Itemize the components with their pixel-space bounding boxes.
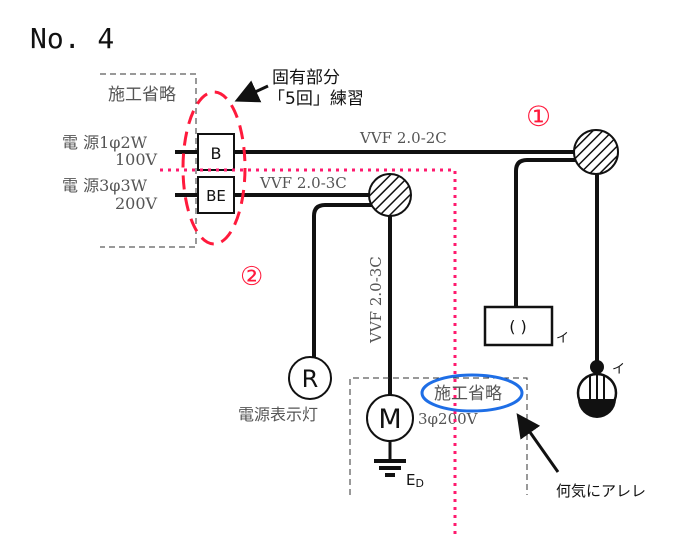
light-tag: イ xyxy=(556,331,569,346)
ground-label: ED xyxy=(406,471,424,490)
callout-arrow-note xyxy=(516,413,560,473)
callout-unique-line2: 「5回」練習 xyxy=(268,89,364,109)
cable-label-top: VVF 2.0-2C xyxy=(359,129,447,147)
callout-unique-line1: 固有部分 xyxy=(272,68,340,88)
omitted-label-top: 施工省略 xyxy=(108,85,176,105)
wire-to-indicator xyxy=(312,203,372,357)
breaker-be-label: BE xyxy=(206,187,226,205)
cable-label-mid: VVF 2.0-3C xyxy=(259,174,347,192)
marker-2: ② xyxy=(240,262,263,292)
outlet-icon xyxy=(576,372,618,418)
ground-icon xyxy=(374,441,406,477)
wire-to-light xyxy=(514,158,578,307)
marker-1: ① xyxy=(526,100,551,133)
indicator-lamp xyxy=(288,356,332,400)
omitted-label-bottom: 施工省略 xyxy=(434,384,502,404)
source1-label: 電 源1φ2W xyxy=(62,133,148,152)
callout-arrow-unique xyxy=(234,80,269,103)
ceiling-light-symbol: ( ) xyxy=(509,317,527,336)
diagram-title: No. 4 xyxy=(30,22,114,55)
breaker-b xyxy=(197,133,235,171)
callout-note: 何気にアレレ xyxy=(556,482,646,500)
source2-voltage: 200V xyxy=(115,194,158,213)
highlight-ellipse-blue xyxy=(420,373,524,413)
omitted-region-top xyxy=(100,73,197,248)
junction-box-1 xyxy=(573,129,619,175)
guide-line xyxy=(160,168,457,535)
ceiling-light xyxy=(483,305,554,347)
indicator-symbol: R xyxy=(302,365,319,393)
indicator-label: 電源表示灯 xyxy=(238,405,318,424)
motor-symbol: M xyxy=(378,404,401,435)
breaker-be xyxy=(197,176,235,214)
source2-label: 電 源3φ3W xyxy=(62,176,148,195)
highlight-ellipse-red xyxy=(181,90,247,246)
switch-tag: イ xyxy=(612,362,625,377)
junction-box-2 xyxy=(368,173,412,217)
source1-voltage: 100V xyxy=(115,150,158,169)
cable-label-vertical: VVF 2.0-3C xyxy=(367,256,385,344)
breaker-b-label: B xyxy=(211,144,222,163)
switch-icon xyxy=(590,360,604,374)
motor-spec: 3φ200V xyxy=(418,410,479,428)
